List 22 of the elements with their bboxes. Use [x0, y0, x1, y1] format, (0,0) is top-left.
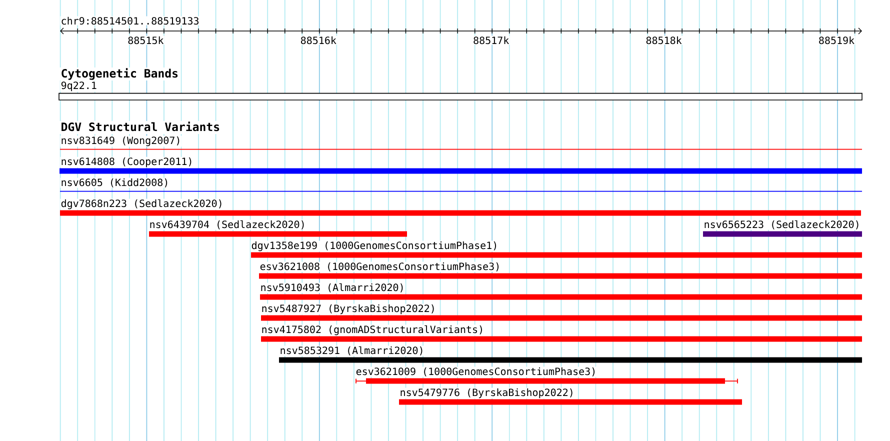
feature-label: dgv1358e199 (1000GenomesConsortiumPhase1) — [250, 240, 499, 252]
location-label: chr9:88514501..88519133 — [60, 16, 200, 26]
feature-label: nsv6439704 (Sedlazeck2020) — [148, 220, 306, 230]
band-label: 9q22.1 — [60, 80, 98, 92]
feature-label: nsv6565223 (Sedlazeck2020) — [703, 220, 861, 230]
feature-label: nsv6605 (Kidd2008) — [60, 178, 170, 188]
scale-label: 88519k — [818, 36, 856, 45]
scale-label: 88517k — [472, 36, 510, 45]
feature-label: esv3621008 (1000GenomesConsortiumPhase3) — [259, 262, 502, 272]
scale-label: 88516k — [300, 36, 338, 45]
feature-label: esv3621009 (1000GenomesConsortiumPhase3) — [355, 366, 598, 377]
scale-label: 88518k — [645, 36, 682, 45]
feature-label: nsv831649 (Wong2007) — [60, 136, 182, 147]
feature-label: nsv5853291 (Almarri2020) — [279, 346, 425, 356]
feature-label: nsv4175802 (gnomADStructuralVariants) — [260, 324, 485, 336]
feature-label: nsv5487927 (ByrskaBishop2022) — [260, 304, 436, 315]
feature-label: nsv5910493 (Almarri2020) — [260, 282, 406, 293]
feature-label: dgv7868n223 (Sedlazeck2020) — [60, 198, 224, 210]
feature-label: nsv5479776 (ByrskaBishop2022) — [399, 388, 575, 399]
track-title: DGV Structural Variants — [62, 122, 220, 132]
scale-label: 88515k — [127, 36, 164, 45]
feature-label: nsv614808 (Cooper2011) — [60, 156, 194, 168]
